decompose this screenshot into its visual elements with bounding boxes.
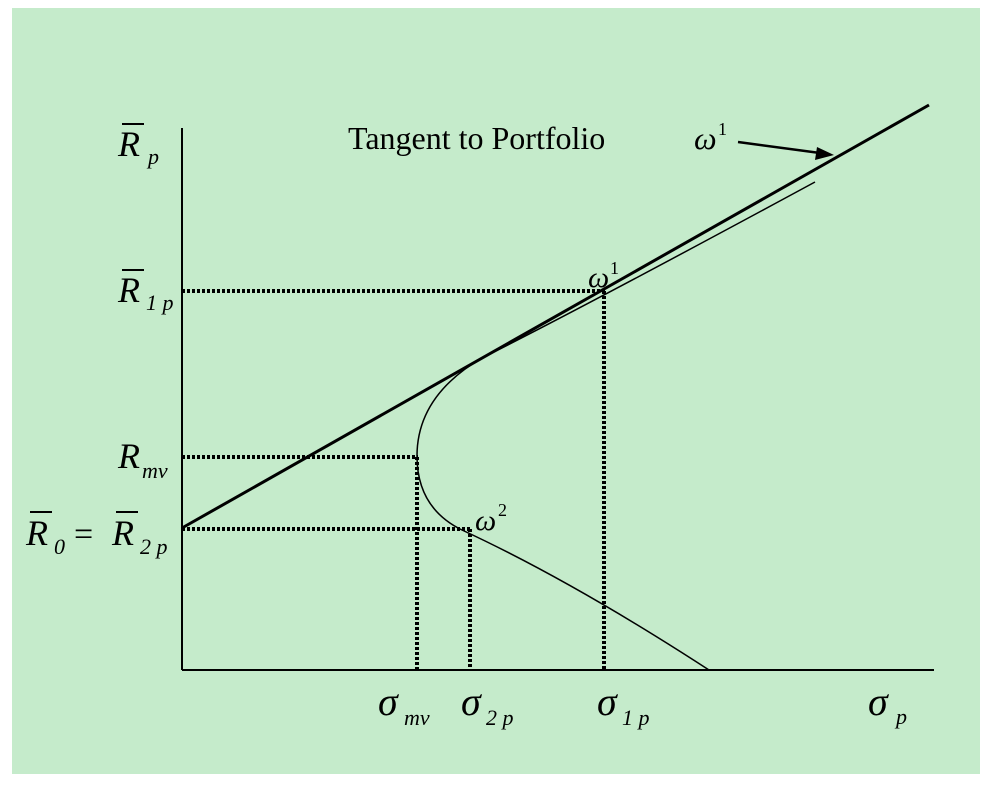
rmv-label-main: R	[117, 436, 140, 476]
rmv-label-sub: mv	[142, 458, 168, 483]
omega1-label-main: ω	[588, 261, 609, 294]
omega2-label-main: ω	[475, 504, 496, 537]
omega1-label-sup: 1	[610, 258, 619, 278]
sigma-mv-label-sub: mv	[404, 705, 430, 730]
x-axis-label-main: σ	[868, 679, 889, 724]
y-axis-label-sub: p	[146, 144, 159, 169]
sigma-2p-label-main: σ	[461, 679, 482, 724]
sigma-mv-label: σ mv	[378, 679, 430, 730]
tangent-line	[181, 103, 930, 530]
sigma-1p-label-sub: 1 p	[622, 705, 650, 730]
r2p-label-sub: 2 p	[140, 534, 168, 559]
omega2-label: ω 2	[475, 500, 507, 537]
rmv-label: R mv	[117, 436, 168, 483]
sigma-2p-label: σ 2 p	[461, 679, 514, 730]
sigma-2p-label-sub: 2 p	[486, 705, 514, 730]
tangent-annotation: Tangent to Portfolio ω 1	[348, 119, 727, 156]
efficient-frontier-diagram: R p R 1 p R mv R 0 = R 2 p σ mv σ 2 p σ …	[12, 8, 980, 774]
y-axis-label-main: R	[117, 124, 140, 164]
equals-sign: =	[74, 516, 93, 553]
tangent-annotation-omega: ω	[694, 120, 717, 156]
r2p-label-main: R	[111, 513, 134, 553]
x-axis-label-sub: p	[894, 704, 907, 729]
r1p-label-main: R	[117, 270, 140, 310]
tangent-arrow-shaft	[737, 140, 821, 155]
tangent-arrow-head	[815, 147, 834, 160]
r1p-label: R 1 p	[117, 269, 174, 315]
diagram-background	[12, 8, 980, 774]
omega1-label: ω 1	[588, 258, 619, 294]
diagram-frame: R p R 1 p R mv R 0 = R 2 p σ mv σ 2 p σ …	[12, 8, 980, 774]
r0-r2p-label: R 0 = R 2 p	[25, 511, 168, 559]
r0-label-main: R	[25, 513, 48, 553]
r1p-label-sub: 1 p	[146, 290, 174, 315]
r0-label-sub: 0	[54, 534, 65, 559]
efficient-frontier-curve	[416, 181, 816, 671]
y-axis-label: R p	[117, 123, 159, 169]
tangent-annotation-text: Tangent to Portfolio	[348, 120, 605, 156]
tangent-annotation-sup: 1	[718, 119, 727, 139]
x-axis-label: σ p	[868, 679, 907, 729]
sigma-1p-label: σ 1 p	[597, 679, 650, 730]
sigma-1p-label-main: σ	[597, 679, 618, 724]
sigma-mv-label-main: σ	[378, 679, 399, 724]
omega2-label-sup: 2	[498, 500, 507, 520]
